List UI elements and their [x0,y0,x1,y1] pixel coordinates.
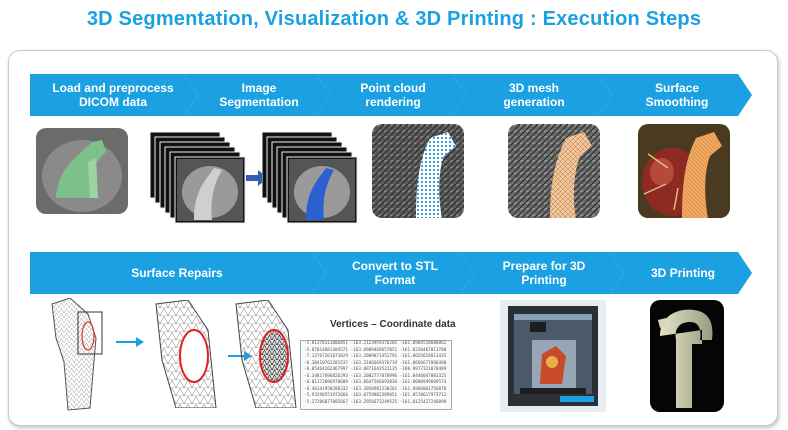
step-point-cloud: Point cloud rendering [316,74,466,116]
surface-repair-overview [51,298,103,411]
step-surface-smoothing: Surface Smoothing [598,74,752,116]
vertices-title: Vertices – Coordinate data [330,319,456,330]
vertex-line: -6.85464262467997 -163.0871643523135 -16… [304,367,447,372]
step-prepare-3d-printing: Prepare for 3D Printing [460,252,624,294]
3d-printer-photo [500,300,606,412]
smoothed-surface-image [638,124,730,218]
vertex-line: -6.30410762281537 -163.2186669376719 -16… [304,360,447,366]
vertex-line: -6.01172886978609 -163.0647566693836 -16… [304,380,447,385]
arrow-right-icon [116,337,144,347]
ct-slice-stack [150,132,246,224]
step-3d-printing: 3D Printing [610,252,752,294]
step-image-segmentation: Image Segmentation [184,74,330,116]
surface-hole-detail [155,300,217,408]
vertex-line: -5.81378113006851 -163.2123959376281 -16… [304,341,447,346]
vertex-line: -6.34817896826293 -163.2082777078996 -16… [304,373,447,379]
step-convert-stl: Convert to STL Format [312,252,474,294]
dicom-image [36,128,128,214]
step-mesh-generation: 3D mesh generation [452,74,612,116]
step-surface-repairs: Surface Repairs [30,252,326,294]
vertices-table: -5.81378113006851 -163.2123959376281 -16… [300,340,452,410]
vertex-line: -7.12767261073829 -163.2009871452791 -16… [304,354,447,359]
point-cloud-image [372,124,464,218]
page-title: 3D Segmentation, Visualization & 3D Prin… [86,8,702,30]
mesh-image [508,124,600,218]
vertex-line: -5.27206877085667 -163.2956673249525 -16… [304,399,447,405]
printed-model-photo [650,300,724,412]
vertex-line: -5.87014081384571 -163.0909469657051 -16… [304,347,447,353]
vertex-line: -6.46141950288332 -163.3050982230202 -16… [304,386,447,392]
step-load-dicom: Load and preprocess DICOM data [30,74,198,116]
vertex-line: -5.93290551972666 -163.0759882389051 -16… [304,393,447,398]
surface-hole-repaired [235,300,297,408]
segmented-slice-stack [262,132,358,224]
